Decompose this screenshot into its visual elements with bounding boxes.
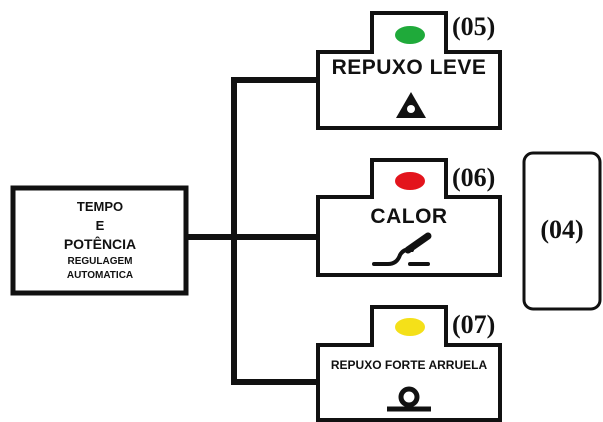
main-box-line-regulagem: REGULAGEM <box>67 256 133 267</box>
control-label-06: CALOR <box>370 205 448 228</box>
main-box-line-e: E <box>95 218 105 233</box>
control-box-07 <box>316 305 502 422</box>
triangle-dot-icon <box>396 92 426 118</box>
heat-iron-icon <box>372 232 432 266</box>
reference-number-07: (07) <box>452 310 496 339</box>
reference-number-04: (04) <box>540 215 584 244</box>
yellow-led <box>395 318 425 336</box>
main-box-line-tempo: TEMPO <box>76 199 124 214</box>
main-box-line-potencia: POTÊNCIA <box>63 236 137 252</box>
reference-number-06: (06) <box>452 163 496 192</box>
side-box-04 <box>522 151 602 311</box>
red-led <box>395 172 425 190</box>
main-box <box>10 185 189 296</box>
control-box-06 <box>316 158 502 277</box>
control-label-05: REPUXO LEVE <box>331 56 487 79</box>
connector-lines <box>183 77 321 385</box>
washer-icon <box>387 386 431 412</box>
reference-number-05: (05) <box>452 12 496 41</box>
control-box-05 <box>316 11 502 130</box>
control-label-07: REPUXO FORTE ARRUELA <box>330 358 488 372</box>
main-box-line-automatica: AUTOMATICA <box>66 270 134 281</box>
green-led <box>395 26 425 44</box>
